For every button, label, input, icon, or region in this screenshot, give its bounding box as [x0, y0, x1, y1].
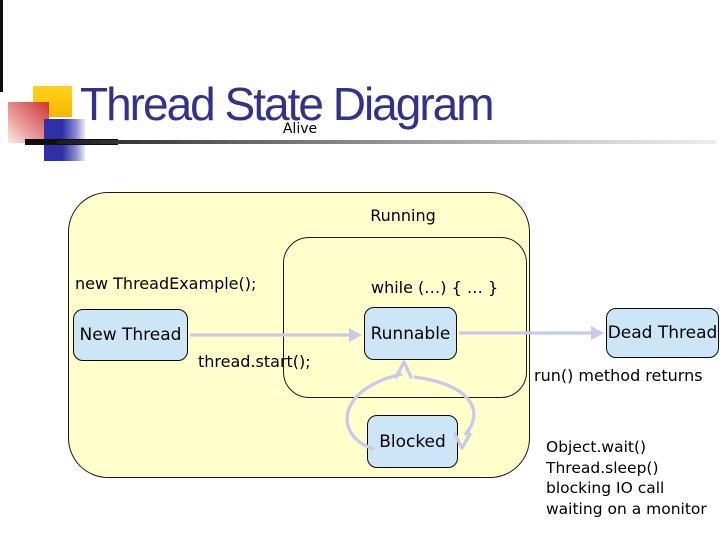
alive-region-label: Alive	[282, 121, 318, 137]
logo-red-square-icon	[8, 102, 49, 143]
slide-title: Thread State Diagram	[80, 78, 495, 130]
title-rule-gradient	[57, 140, 716, 144]
state-new-thread: New Thread	[73, 309, 188, 361]
annotation-thread-start: thread.start();	[198, 352, 311, 371]
annotation-while-loop: while (…) { … }	[371, 278, 499, 297]
state-runnable-label: Runnable	[370, 323, 451, 344]
blocked-cause-line: waiting on a monitor	[546, 499, 707, 518]
annotation-new-threadexample: new ThreadExample();	[75, 274, 257, 293]
state-runnable: Runnable	[364, 307, 457, 360]
arrowhead-runnable-to-dead-thread-icon	[591, 326, 604, 340]
blocked-causes-list: Object.wait() Thread.sleep() blocking IO…	[546, 437, 707, 519]
annotation-run-method-returns: run() method returns	[534, 366, 703, 385]
state-new-thread-label: New Thread	[79, 325, 182, 345]
blocked-cause-line: Thread.sleep()	[546, 458, 659, 477]
running-region-label: Running	[370, 206, 436, 225]
state-dead-thread-label: Dead Thread	[607, 323, 718, 343]
blocked-cause-line: blocking IO call	[546, 479, 665, 497]
state-blocked: Blocked	[367, 415, 458, 468]
state-blocked-label: Blocked	[379, 431, 446, 452]
blocked-cause-line: Object.wait()	[546, 438, 647, 456]
logo-vertical-line	[0, 0, 3, 92]
state-dead-thread: Dead Thread	[606, 308, 719, 358]
